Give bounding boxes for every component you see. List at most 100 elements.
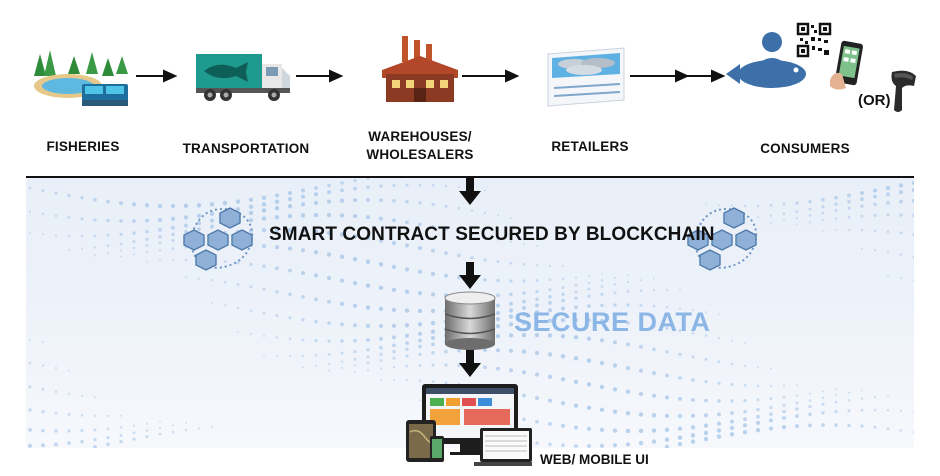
background-dot	[561, 292, 565, 296]
background-dot	[301, 338, 305, 342]
background-dot	[834, 409, 838, 414]
background-dot	[651, 413, 657, 418]
background-dot	[899, 429, 903, 432]
background-dot	[184, 428, 188, 432]
background-dot	[170, 216, 176, 221]
background-dot	[353, 371, 357, 374]
background-dot	[821, 423, 825, 427]
background-dot	[573, 403, 579, 408]
flow-arrow	[687, 69, 726, 83]
background-dot	[873, 408, 877, 412]
background-dot	[132, 219, 136, 223]
background-dot	[690, 413, 696, 418]
background-dot	[743, 409, 747, 414]
background-dot	[599, 427, 605, 433]
background-dot	[391, 264, 397, 270]
background-dot	[444, 381, 448, 385]
background-dot	[730, 382, 734, 386]
background-dot	[548, 288, 552, 292]
background-dot	[314, 353, 318, 357]
background-dot	[834, 229, 838, 232]
background-dot	[300, 194, 306, 199]
background-dot	[886, 200, 890, 205]
background-dot	[365, 305, 371, 310]
background-dot	[730, 362, 734, 366]
background-dot	[704, 203, 708, 206]
background-dot	[261, 202, 267, 207]
background-dot	[457, 253, 461, 258]
background-dot	[418, 352, 422, 357]
background-dot	[54, 191, 58, 195]
background-dot	[664, 413, 670, 418]
background-dot	[184, 229, 188, 234]
background-dot	[93, 428, 97, 432]
background-dot	[730, 204, 734, 208]
background-dot	[197, 227, 201, 232]
background-dot	[379, 367, 383, 370]
background-dot	[288, 337, 292, 341]
background-dot	[886, 192, 890, 197]
background-dot	[769, 203, 773, 207]
background-dot	[847, 199, 851, 204]
background-dot	[808, 221, 812, 224]
background-dot	[717, 399, 721, 403]
background-dot	[184, 223, 188, 228]
background-dot	[548, 421, 552, 426]
background-dot	[495, 348, 501, 353]
background-dot	[561, 443, 565, 448]
background-dot	[430, 271, 436, 276]
background-dot	[392, 218, 396, 223]
background-dot	[677, 442, 683, 447]
background-dot	[132, 253, 136, 256]
background-dot	[41, 410, 45, 414]
flow-arrow	[462, 69, 520, 83]
background-dot	[457, 363, 461, 368]
background-dot	[418, 222, 422, 227]
background-dot	[847, 206, 851, 210]
background-dot	[248, 197, 254, 202]
background-dot	[613, 283, 617, 286]
background-dot	[639, 303, 643, 307]
database-icon	[444, 291, 496, 350]
background-dot	[652, 288, 656, 292]
background-dot	[625, 389, 631, 394]
background-dot	[899, 253, 903, 256]
background-dot	[561, 423, 565, 428]
background-dot	[560, 333, 566, 339]
barcode-scanner-icon	[891, 70, 916, 112]
background-dot	[743, 398, 747, 403]
background-dot	[339, 254, 345, 259]
background-dot	[782, 384, 786, 387]
background-dot	[560, 377, 566, 382]
background-dot	[821, 411, 825, 415]
background-dot	[301, 366, 305, 369]
background-dot	[444, 349, 448, 354]
flow-arrow	[630, 69, 690, 83]
background-dot	[41, 189, 45, 193]
background-dot	[405, 220, 409, 225]
flow-arrow	[136, 69, 178, 83]
background-dot	[158, 235, 162, 239]
background-dot	[574, 443, 578, 448]
background-dot	[483, 235, 487, 239]
background-dot	[638, 412, 644, 417]
background-dot	[496, 260, 500, 264]
background-dot	[301, 295, 305, 299]
background-dot	[366, 355, 370, 359]
background-dot	[886, 408, 890, 412]
background-dot	[651, 393, 657, 398]
background-dot	[28, 232, 32, 235]
background-dot	[912, 255, 914, 259]
background-dot	[535, 244, 539, 247]
background-dot	[509, 217, 513, 220]
background-dot	[391, 323, 397, 328]
background-dot	[795, 414, 799, 418]
background-dot	[691, 331, 695, 335]
background-dot	[352, 214, 358, 219]
background-dot	[587, 274, 591, 277]
background-dot	[769, 405, 773, 410]
background-dot	[599, 360, 605, 366]
background-dot	[300, 248, 306, 253]
background-dot	[378, 323, 384, 329]
background-dot	[405, 347, 409, 351]
